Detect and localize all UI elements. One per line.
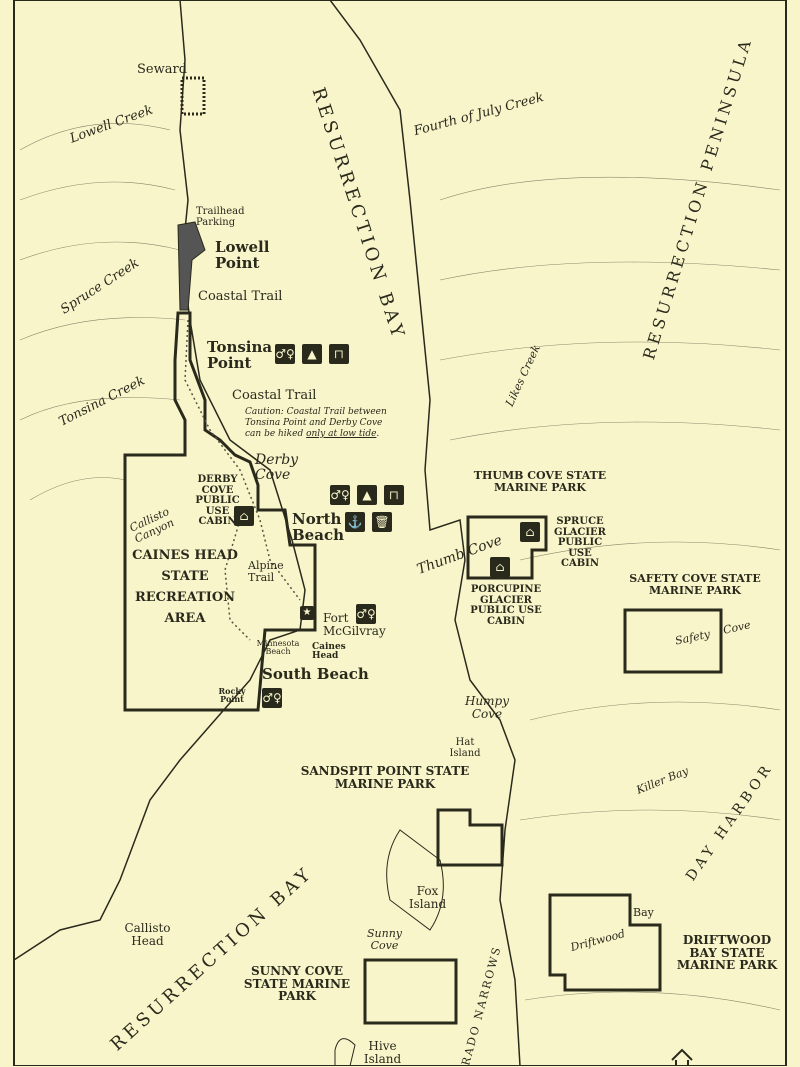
label-tonsina-point: Tonsina Point (207, 338, 273, 372)
safety-cove-park-boundary (623, 608, 723, 674)
coastal-trail (184, 319, 301, 601)
cabin-icon: ⌂ (520, 522, 540, 542)
cabin-outline-icon (671, 1048, 693, 1066)
caution-line-2: Tonsina Point and Derby Cove (245, 418, 383, 428)
label-sunny-cove: Sunny Cove (366, 927, 402, 952)
thumb-cove-park-boundary (466, 515, 548, 580)
label-coastal-trail-2: Coastal Trail (232, 388, 317, 403)
caution-end: . (376, 429, 380, 439)
trash-icon: 🗑 (372, 512, 392, 532)
driftwood-bay-park-boundary (548, 893, 662, 992)
anchor-icon: ⚓ (345, 512, 365, 532)
label-trailhead-parking: Trailhead Parking (196, 206, 245, 228)
restroom-icon: ♂♀ (275, 344, 295, 364)
label-thumb-cove-smp: THUMB COVE STATE MARINE PARK (473, 469, 607, 494)
label-coastal-trail-1: Coastal Trail (198, 289, 283, 304)
seward-town-grid (180, 76, 206, 116)
label-caines-head-sra: CAINES HEAD STATE RECREATION AREA (132, 548, 238, 626)
label-humpy-cove: Humpy Cove (464, 694, 510, 721)
label-spruce-glacier-cabin: SPRUCE GLACIER PUBLIC USE CABIN (554, 516, 606, 569)
label-south-beach: South Beach (262, 665, 369, 683)
picnic-table-icon: ⊓ (384, 485, 404, 505)
label-minnesota-beach: Minnesota Beach (256, 639, 300, 657)
tent-icon: ▲ (357, 485, 377, 505)
label-hat-island: Hat Island (449, 737, 481, 759)
label-safety-cove-smp: SAFETY COVE STATE MARINE PARK (629, 572, 761, 597)
label-derby-cove-cabin: DERBY COVE PUBLIC USE CABIN (195, 474, 240, 527)
label-driftwood-bay-smp: DRIFTWOOD BAY STATE MARINE PARK (676, 933, 778, 973)
label-sandspit-point-smp: SANDSPIT POINT STATE MARINE PARK (300, 764, 470, 791)
alpine-trail (224, 519, 251, 641)
picnic-table-icon: ⊓ (329, 344, 349, 364)
label-caines-head: Caines Head (312, 642, 346, 662)
label-hive-island: Hive Island (363, 1039, 402, 1066)
label-alpine-trail: Alpine Trail (248, 559, 284, 584)
east-shoreline (329, 0, 521, 1066)
label-lowell-point: Lowell Point (215, 238, 270, 272)
label-sunny-cove-smp: SUNNY COVE STATE MARINE PARK (243, 964, 351, 1004)
label-rocky-point: Rocky Point (218, 686, 246, 705)
contour-lines (19, 123, 781, 1011)
label-fort-mcgilvray: Fort McGilvray (323, 611, 386, 638)
sandspit-point-park-boundary (436, 808, 504, 867)
caution-line-1: Caution: Coastal Trail between (245, 407, 387, 417)
label-north-beach: North Beach (292, 510, 344, 544)
fox-island-shape (386, 829, 444, 931)
cabin-icon: ⌂ (490, 557, 510, 577)
caines-head-sra-boundary (123, 311, 317, 712)
west-shoreline (13, 0, 306, 961)
hive-island-shape (334, 1038, 356, 1066)
lowell-point-area (177, 221, 206, 311)
label-callisto-head: Callisto Head (124, 921, 171, 948)
caution-note: Caution: Coastal Trail between Tonsina P… (245, 407, 387, 440)
cabin-icon: ⌂ (234, 506, 254, 526)
restroom-icon: ♂♀ (262, 688, 282, 708)
map-frame (13, 0, 787, 1066)
star-icon: ★ (300, 606, 314, 620)
caution-emphasis: only at low tide (306, 429, 377, 439)
label-bay: Bay (633, 906, 654, 919)
label-derby-cove: Derby Cove (255, 452, 299, 483)
restroom-icon: ♂♀ (330, 485, 350, 505)
label-seward: Seward (137, 62, 188, 77)
tent-icon: ▲ (302, 344, 322, 364)
label-porcupine-glacier-cabin: PORCUPINE GLACIER PUBLIC USE CABIN (470, 584, 542, 627)
label-fox-island: Fox Island (408, 884, 447, 911)
caution-line-3: can be hiked (245, 429, 307, 439)
sunny-cove-park-boundary (363, 958, 458, 1025)
restroom-icon: ♂♀ (356, 604, 376, 624)
